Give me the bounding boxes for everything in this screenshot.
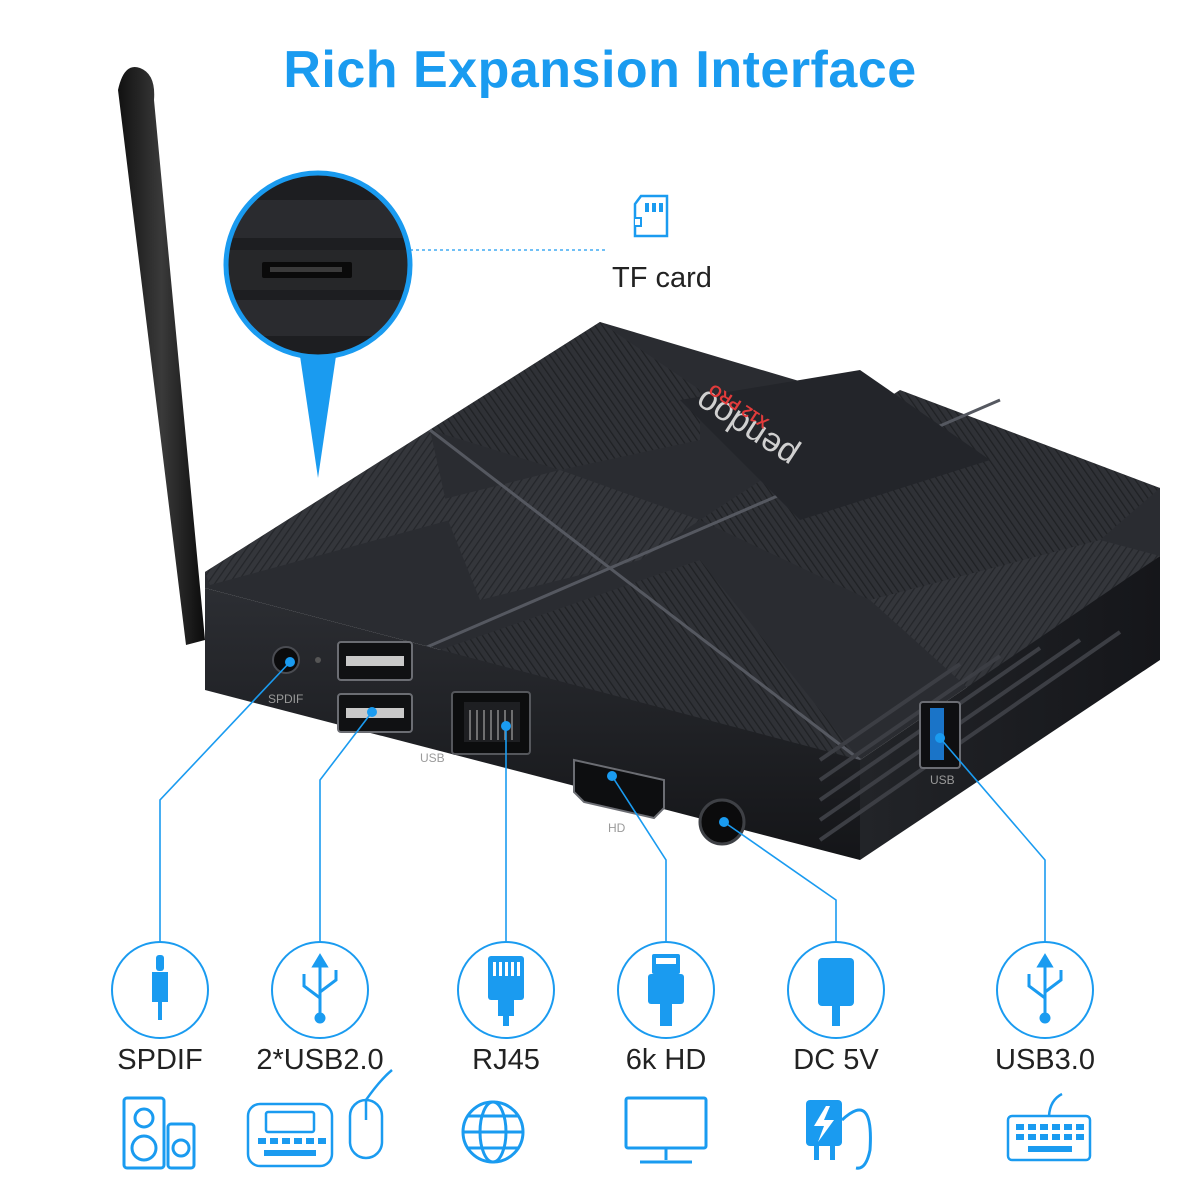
globe-icon	[461, 1100, 525, 1164]
tv-box	[205, 322, 1160, 860]
keyboard-icon	[1006, 1092, 1092, 1162]
usb-icon	[1027, 953, 1063, 1024]
usb3-marking: USB	[930, 773, 955, 787]
power-adapter-icon	[818, 958, 854, 1026]
rj45-port	[451, 691, 531, 755]
sd-card-icon	[633, 194, 669, 238]
hdmi-plug-icon	[648, 954, 684, 1026]
page-title: Rich Expansion Interface	[283, 41, 917, 99]
port-label-usb2: 2*USB2.0	[256, 1044, 384, 1076]
keyboard-mouse-icon	[246, 1069, 393, 1168]
monitor-icon	[624, 1096, 708, 1164]
port-label-hd: 6k HD	[625, 1044, 707, 1076]
port-label-dc: DC 5V	[793, 1044, 879, 1076]
hdmi-port	[573, 758, 665, 820]
hd-marking: HD	[608, 821, 626, 835]
usb2-port-1	[337, 641, 413, 681]
port-label-rj45: RJ45	[472, 1044, 540, 1076]
antenna	[118, 66, 205, 646]
speaker-icon	[122, 1096, 196, 1170]
port-label-usb3: USB3.0	[995, 1044, 1095, 1076]
spdif-marking: SPDIF	[268, 692, 303, 706]
charger-icon	[806, 1100, 872, 1170]
callout-lines	[159, 661, 1046, 944]
port-label-spdif: SPDIF	[117, 1044, 203, 1076]
ethernet-plug-icon	[488, 956, 524, 1026]
port-icon-circles	[111, 941, 1094, 1039]
usb-icon	[302, 953, 338, 1024]
usb-marking: USB	[420, 751, 445, 765]
audio-jack-icon	[152, 955, 168, 1020]
tf-card-label: TF card	[612, 262, 712, 294]
tf-slot-zoom	[223, 170, 606, 478]
